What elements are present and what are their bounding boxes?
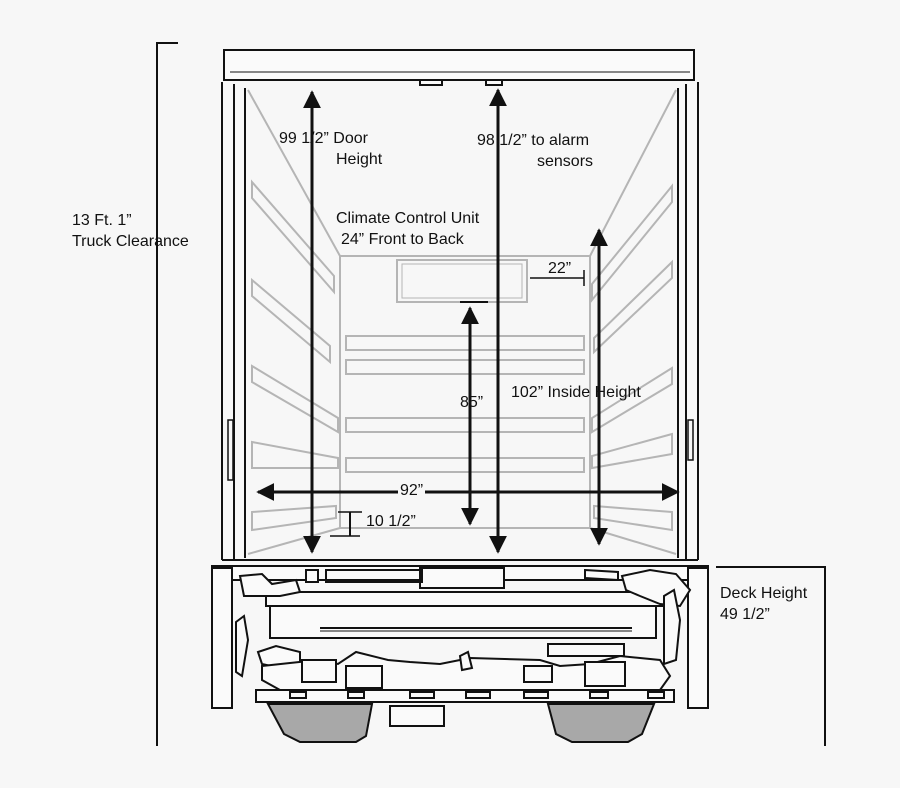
deck-height-label: Deck Height 49 1/2” [720,583,807,625]
deck-height-caption: Deck Height [720,585,808,602]
door-height-label: 99 1/2” Door Height [279,128,382,170]
floor-step-label: 10 1/2” [366,513,416,530]
truck-clearance-label: 13 Ft. 1” Truck Clearance [72,210,189,252]
truck-clearance-bracket [156,42,178,746]
alarm-sensors-caption: sensors [537,153,594,170]
truck-clearance-value: 13 Ft. 1” [72,212,132,229]
climate-unit-title: Climate Control Unit [336,210,480,227]
door-height-caption: Height [336,151,383,168]
truck-clearance-caption: Truck Clearance [72,233,189,250]
deck-height-value: 49 1/2” [720,606,770,623]
climate-unit-label: Climate Control Unit 24” Front to Back [336,208,479,250]
alarm-sensors-label: 98 1/2” to alarm sensors [477,130,593,172]
rear-deck-and-wheels [255,689,675,743]
climate-unit-depth: 24” Front to Back [341,231,464,248]
trailer-header-rail [223,49,695,86]
inside-height-label: 102” Inside Height [511,384,641,401]
tick-marks [330,270,585,537]
trailer-bumper [211,565,709,709]
door-height-value: 99 1/2” Door [279,130,368,147]
deck-height-bracket [716,566,826,746]
dimension-lines [256,88,680,554]
unit-offset-label: 22” [548,260,572,277]
trailer-door-frame [221,82,699,561]
inside-width-label: 92” [398,480,426,501]
unit-clearance-label: 85” [460,394,484,411]
alarm-sensors-value: 98 1/2” to alarm [477,132,590,149]
